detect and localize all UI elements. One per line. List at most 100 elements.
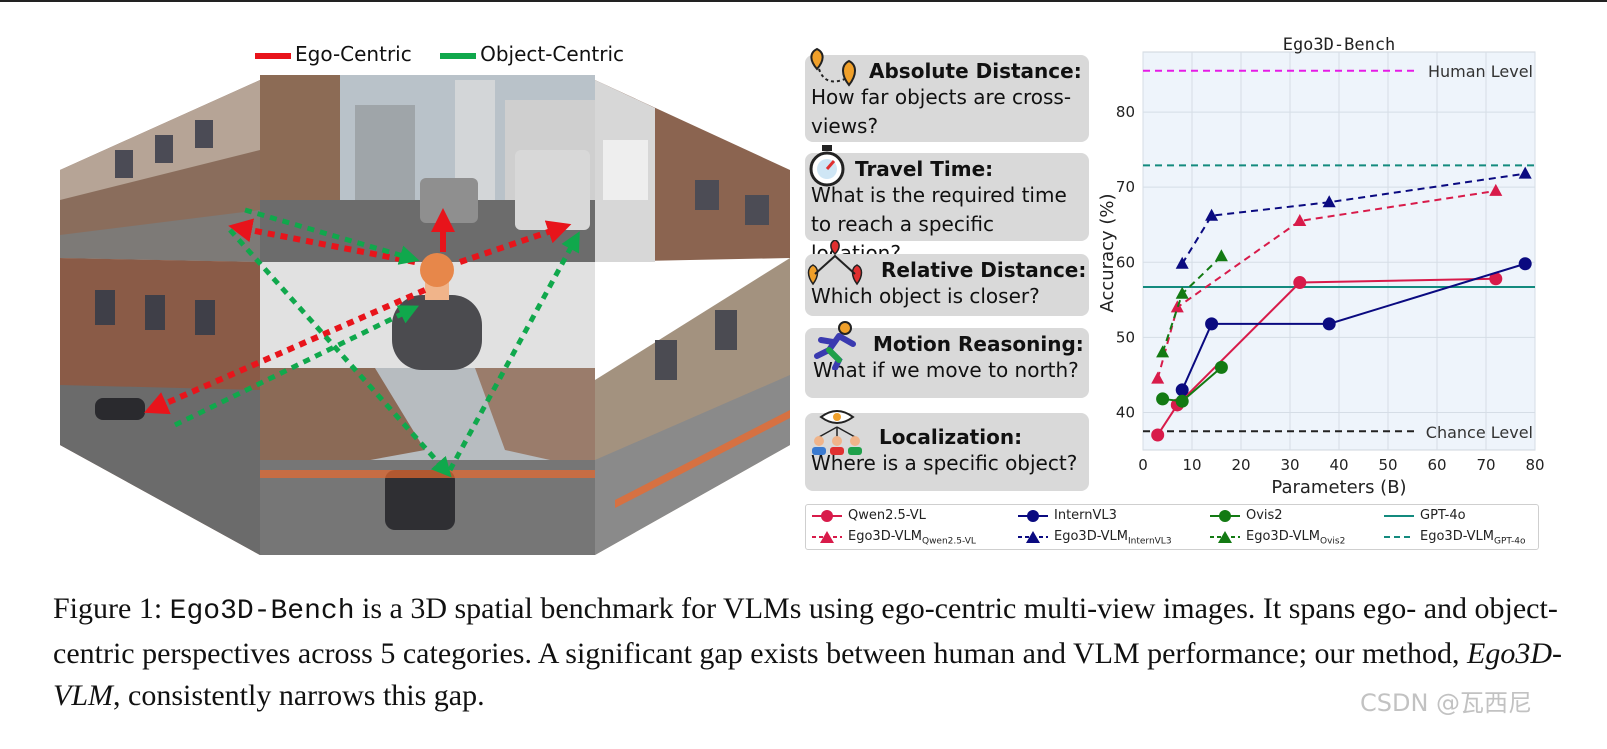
x-tick-label: 30 [1280, 456, 1299, 474]
top-rule [0, 0, 1607, 2]
legend-qwen-label: Qwen2.5-VL [848, 508, 926, 523]
legend-ego-ovis-label: Ego3D-VLM [1246, 529, 1320, 544]
legend-ego-ovis: Ego3D-VLMOvis2 [1210, 529, 1345, 547]
series-line [1181, 262, 1526, 391]
human-level-label: Human Level [1428, 62, 1533, 81]
x-tick-label: 40 [1329, 456, 1348, 474]
category-relative-distance: Relative Distance: Which object is close… [805, 240, 1089, 316]
legend-internvl-label: InternVL3 [1054, 508, 1117, 523]
direction-legend: Ego-Centric Object-Centric [255, 42, 646, 66]
caption-body: is a 3D spatial benchmark for VLMs using… [53, 592, 1558, 670]
y-tick-label: 80 [1116, 103, 1135, 121]
legend-marker-circle [1018, 509, 1048, 522]
absolute-distance-title: Absolute Distance: [869, 59, 1082, 83]
caption-prefix: Figure 1: [53, 592, 170, 625]
data-point [1214, 249, 1228, 262]
legend-ego-gpt-label: Ego3D-VLM [1420, 529, 1494, 544]
multi-view-illustration: Ego-Centric Object-Centric [55, 30, 800, 555]
y-tick-label: 60 [1116, 253, 1135, 271]
caption-ending: , consistently narrows this gap. [113, 679, 485, 712]
stopwatch-icon [809, 145, 845, 187]
legend-ego-qwen-label: Ego3D-VLM [848, 529, 922, 544]
caption-benchmark-name: Ego3D-Bench [169, 596, 355, 627]
data-point [1156, 345, 1170, 358]
legend-ego-gpt: Ego3D-VLMGPT-4o [1384, 529, 1526, 547]
front-right-camera-view [595, 80, 790, 262]
motion-reasoning-title: Motion Reasoning: [873, 332, 1084, 356]
legend-internvl: InternVL3 [1018, 508, 1117, 523]
data-point [1489, 183, 1503, 196]
legend-gpt-label: GPT-4o [1420, 508, 1466, 523]
y-tick-label: 40 [1116, 403, 1135, 421]
data-point [1518, 257, 1532, 271]
caption-method-name: Ego3D-VLM [53, 637, 1562, 712]
series-line [1156, 189, 1496, 379]
x-tick-label: 60 [1427, 456, 1446, 474]
legend-ego-qwen-sub: Qwen2.5-VL [921, 536, 976, 547]
motion-reasoning-question: What if we move to north? [813, 358, 1079, 382]
front-left-camera-view [60, 80, 260, 262]
ego-centric-arrows [144, 218, 572, 415]
legend-ego-gpt-sub: GPT-4o [1493, 536, 1526, 547]
x-tick-label: 50 [1378, 456, 1397, 474]
y-axis-label: Accuracy (%) [1097, 193, 1118, 312]
legend-gpt: GPT-4o [1384, 508, 1466, 523]
data-point [1214, 360, 1228, 374]
data-point [1175, 383, 1189, 397]
back-camera-view [260, 368, 595, 555]
data-point [1156, 392, 1170, 406]
data-point [1151, 428, 1165, 442]
data-point [1322, 317, 1336, 331]
legend-marker-circle [812, 509, 842, 522]
legend-ego-internvl-label: Ego3D-VLM [1054, 529, 1128, 544]
legend-marker-circle [1210, 509, 1240, 522]
category-localization: Localization: Where is a specific object… [805, 410, 1089, 491]
y-tick-label: 70 [1116, 178, 1135, 196]
ego-centric-label: Ego-Centric [295, 42, 412, 66]
series-line [1156, 277, 1496, 436]
data-point [1175, 286, 1189, 299]
triple-pin-icon [807, 240, 863, 286]
location-pins-icon [810, 47, 856, 87]
legend-ego-centric: Ego-Centric [255, 42, 412, 66]
x-tick-label: 70 [1476, 456, 1495, 474]
ego-centric-swatch [255, 52, 291, 59]
legend-object-centric: Object-Centric [440, 42, 624, 66]
x-tick-label: 0 [1138, 456, 1148, 474]
front-camera-view [260, 75, 595, 262]
chart-legend: Qwen2.5-VL Ego3D-VLMQwen2.5-VL InternVL3… [805, 504, 1539, 550]
reference-lines [1143, 69, 1535, 433]
x-axis-label: Parameters (B) [1271, 477, 1406, 498]
legend-marker-triangle [1210, 530, 1240, 543]
legend-ego-qwen: Ego3D-VLMQwen2.5-VL [812, 529, 976, 547]
data-point [1175, 394, 1189, 408]
chart-title: Ego3D-Bench [1283, 35, 1396, 55]
camera-views-graphic [60, 75, 790, 555]
data-point [1489, 272, 1503, 286]
legend-qwen: Qwen2.5-VL [812, 508, 926, 523]
category-motion-reasoning: Motion Reasoning: What if we move to nor… [805, 321, 1089, 398]
chance-level-label: Chance Level [1426, 423, 1533, 442]
relative-distance-question: Which object is closer? [811, 284, 1040, 308]
x-tick-label: 10 [1182, 456, 1201, 474]
eye-people-icon [812, 410, 862, 455]
csdn-watermark: CSDN @瓦西尼 [1360, 689, 1533, 717]
y-tick-label: 50 [1116, 328, 1135, 346]
data-point [1151, 371, 1165, 384]
legend-ego-ovis-sub: Ovis2 [1319, 536, 1346, 547]
data-point [1293, 276, 1307, 290]
legend-line-dashed [1384, 535, 1414, 538]
series-line [1181, 172, 1526, 265]
legend-marker-triangle [1018, 530, 1048, 543]
absolute-distance-question: How far objects are cross-views? [811, 85, 1072, 138]
object-centric-swatch [440, 52, 477, 59]
category-absolute-distance: Absolute Distance: How far objects are c… [805, 47, 1089, 142]
legend-ego-internvl-sub: InternVL3 [1127, 536, 1172, 547]
data-point [1205, 317, 1219, 331]
back-right-camera-view [595, 258, 790, 555]
data-point [1175, 256, 1189, 269]
object-centric-arrows [173, 207, 580, 478]
data-series [1151, 166, 1532, 442]
